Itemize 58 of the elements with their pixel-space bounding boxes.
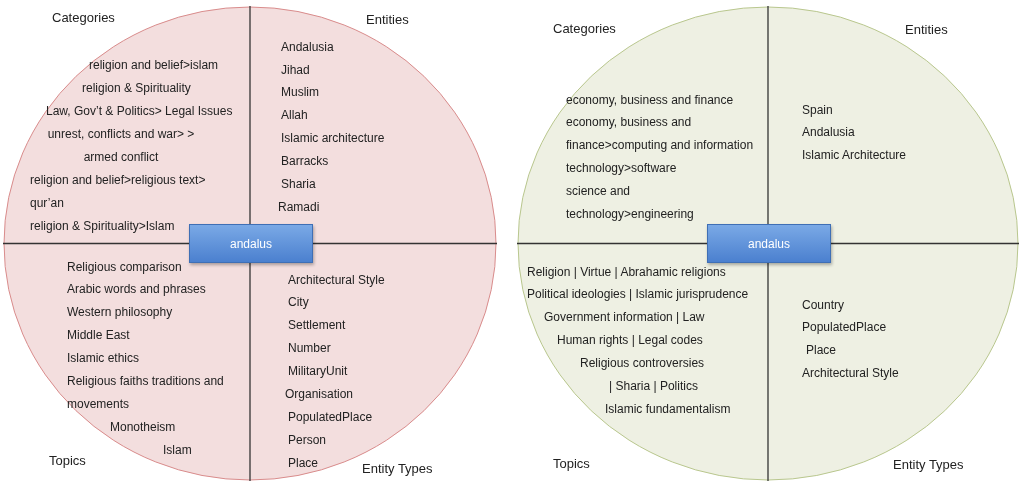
list-item: Andalusia: [281, 39, 334, 56]
list-item: Allah: [281, 107, 308, 124]
list-item: Western philosophy: [67, 304, 173, 321]
list-item: Political ideologies | Islamic jurisprudence: [527, 286, 749, 303]
list-item: Settlement: [288, 317, 346, 334]
list-item: Place: [806, 342, 837, 359]
list-item: Islamic Architecture: [802, 147, 907, 164]
list-item: Sharia: [281, 176, 316, 193]
list-item: religion & Spirituality>Islam: [30, 218, 175, 235]
quadrant-heading: Entity Types: [893, 456, 964, 474]
list-item: science and technology>engineering: [566, 183, 695, 223]
quadrant-heading: Categories: [52, 9, 115, 27]
quadrant-circle: [517, 6, 1019, 481]
list-item: Ramadi: [278, 199, 320, 216]
center-box: andalus: [189, 224, 313, 263]
quadrant-heading: Topics: [49, 452, 86, 470]
quadrant-heading: Categories: [553, 20, 616, 38]
list-item: City: [288, 294, 309, 311]
list-item: Religious controversies: [580, 355, 705, 372]
list-item: | Sharia | Politics: [609, 378, 698, 395]
quadrant-heading: Topics: [553, 455, 590, 473]
list-item: Place: [288, 455, 319, 472]
list-item: Religious comparison: [67, 259, 182, 276]
list-item: Government information | Law: [544, 309, 705, 326]
list-item: Person: [288, 432, 327, 449]
list-item: Islamic ethics: [67, 350, 140, 367]
list-item: Spain: [802, 102, 833, 119]
quadrant-heading: Entity Types: [362, 460, 433, 478]
list-item: Muslim: [281, 84, 319, 101]
list-item: Architectural Style: [802, 365, 899, 382]
quadrant-heading: Entities: [905, 21, 948, 39]
list-item: Religious faiths traditions and movements: [67, 373, 225, 413]
list-item: unrest, conflicts and war> > armed conflict: [46, 126, 196, 166]
list-item: Country: [802, 297, 845, 314]
list-item: Number: [288, 340, 331, 357]
list-item: Arabic words and phrases: [67, 281, 206, 298]
list-item: Islamic architecture: [281, 130, 385, 147]
list-item: religion and belief>islam: [89, 57, 219, 74]
list-item: Religion | Virtue | Abrahamic religions: [527, 264, 726, 281]
list-item: Islamic fundamentalism: [605, 401, 731, 418]
list-item: Human rights | Legal codes: [557, 332, 703, 349]
list-item: Middle East: [67, 327, 130, 344]
quadrant-circle: [3, 6, 497, 481]
list-item: religion & Spirituality: [82, 80, 191, 97]
list-item: Barracks: [281, 153, 329, 170]
list-item: Architectural Style: [288, 272, 385, 289]
list-item: Law, Gov’t & Politics> Legal Issues: [46, 103, 233, 120]
list-item: Andalusia: [802, 124, 855, 141]
list-item: Monotheism: [110, 419, 176, 436]
list-item: economy, business and finance: [566, 92, 734, 109]
quadrant-heading: Entities: [366, 11, 409, 29]
list-item: Jihad: [281, 62, 310, 79]
list-item: MilitaryUnit: [288, 363, 348, 380]
list-item: Islam: [163, 442, 192, 459]
list-item: Organisation: [285, 386, 354, 403]
list-item: PopulatedPlace: [802, 319, 887, 336]
center-box: andalus: [707, 224, 831, 263]
list-item: PopulatedPlace: [288, 409, 373, 426]
